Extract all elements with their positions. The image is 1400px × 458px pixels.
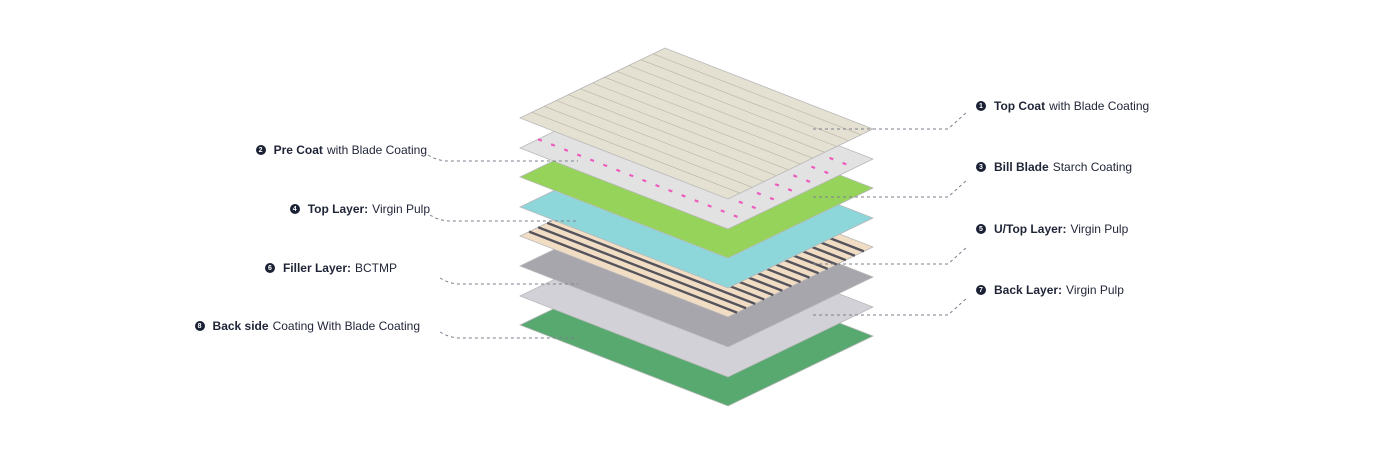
texture-line bbox=[640, 59, 849, 141]
texture-line bbox=[556, 100, 765, 182]
leader-line-left-4 bbox=[439, 331, 578, 339]
number-badge: 3 bbox=[976, 162, 986, 172]
number-badge: 2 bbox=[255, 145, 266, 155]
texture-line bbox=[544, 106, 753, 188]
label-layer-1: 1 Top Coat with Blade Coating bbox=[976, 99, 1149, 113]
stripe-line bbox=[528, 230, 738, 314]
label-layer-4: 4 Top Layer: Virgin Pulp bbox=[289, 202, 430, 216]
leader-line-left-3 bbox=[439, 277, 578, 285]
label-layer-5: 5 U/Top Layer: Virgin Pulp bbox=[976, 222, 1128, 236]
label-title: U/Top Layer: bbox=[994, 222, 1067, 236]
label-desc: Virgin Pulp bbox=[372, 202, 430, 216]
texture-line bbox=[628, 65, 837, 147]
leader-line-right-1 bbox=[813, 110, 969, 130]
number-badge: 7 bbox=[976, 285, 986, 295]
leader-line-right-3 bbox=[813, 245, 969, 265]
label-layer-7: 7 Back Layer: Virgin Pulp bbox=[976, 283, 1124, 297]
label-title: Back side bbox=[212, 319, 269, 333]
label-layer-6: 6 Filler Layer: BCTMP bbox=[264, 261, 397, 275]
number-badge: 4 bbox=[289, 204, 300, 214]
leader-line-left-2 bbox=[429, 214, 578, 222]
number-badge: 6 bbox=[264, 263, 275, 273]
label-desc: Virgin Pulp bbox=[1066, 283, 1124, 297]
label-title: Bill Blade bbox=[994, 160, 1049, 174]
texture-line bbox=[531, 111, 741, 194]
stripe-line bbox=[546, 221, 756, 305]
stripe-line bbox=[537, 226, 747, 310]
label-title: Back Layer: bbox=[994, 283, 1063, 297]
label-layer-8: 8 Back side Coating With Blade Coating bbox=[194, 319, 420, 333]
number-badge: 5 bbox=[976, 224, 986, 234]
label-title: Pre Coat bbox=[273, 143, 323, 157]
texture-line bbox=[568, 94, 777, 176]
number-badge: 1 bbox=[976, 101, 986, 111]
label-title: Top Layer: bbox=[307, 202, 369, 216]
label-title: Filler Layer: bbox=[282, 261, 351, 275]
texture-line bbox=[592, 82, 801, 165]
label-desc: with Blade Coating bbox=[1049, 99, 1150, 113]
leader-line-right-4 bbox=[813, 296, 969, 316]
label-desc: with Blade Coating bbox=[326, 143, 427, 157]
label-desc: Coating With Blade Coating bbox=[272, 319, 420, 333]
label-layer-2: 2 Pre Coat with Blade Coating bbox=[255, 143, 427, 157]
number-badge: 8 bbox=[194, 321, 205, 331]
label-desc: Starch Coating bbox=[1052, 160, 1133, 174]
texture-line bbox=[604, 76, 813, 159]
texture-line bbox=[652, 53, 862, 136]
label-desc: BCTMP bbox=[355, 261, 397, 275]
label-desc: Virgin Pulp bbox=[1070, 222, 1129, 236]
leader-line-left-1 bbox=[427, 154, 578, 162]
leader-line-right-2 bbox=[813, 178, 969, 198]
texture-line bbox=[580, 88, 789, 171]
label-title: Top Coat bbox=[994, 99, 1046, 113]
texture-line bbox=[616, 71, 825, 153]
label-layer-3: 3 Bill Blade Starch Coating bbox=[976, 160, 1132, 174]
